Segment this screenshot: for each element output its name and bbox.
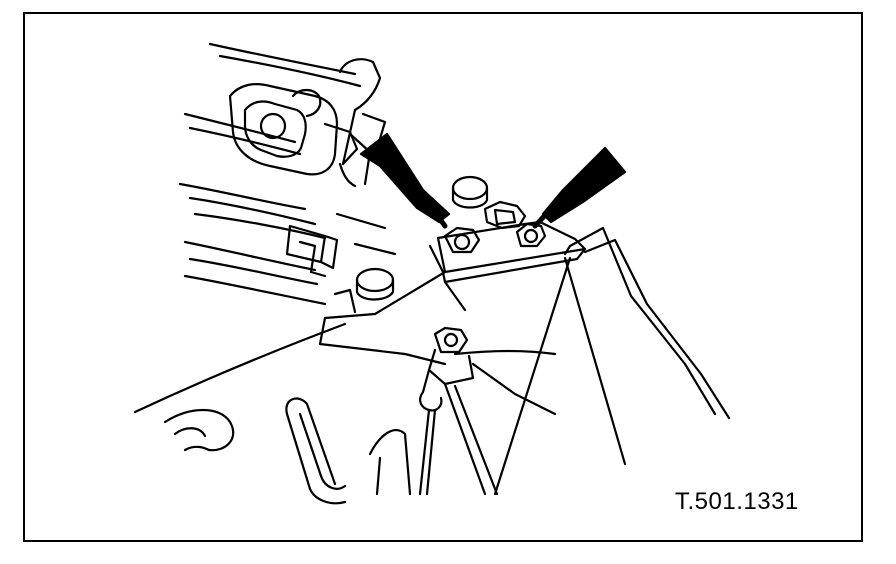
bolt-assembly: [418, 326, 499, 496]
arrow-right: [532, 146, 627, 229]
figure-frame: T.501.1331: [23, 12, 863, 542]
mechanism-body: [228, 58, 387, 188]
figure-reference-label: T.501.1331: [675, 488, 799, 515]
hose: [163, 409, 235, 452]
lower-frame: [443, 280, 557, 416]
technical-illustration: [133, 42, 731, 505]
support-frame: [318, 226, 731, 496]
top-cap: [451, 175, 489, 209]
arrow-left: [359, 132, 451, 229]
handle-loop: [285, 397, 412, 505]
housing-lines: [178, 42, 362, 306]
nut-right: [515, 222, 547, 248]
left-brackets: [285, 212, 397, 278]
body-curve: [133, 322, 557, 414]
nut-left: [443, 226, 481, 254]
left-cap: [355, 267, 395, 301]
